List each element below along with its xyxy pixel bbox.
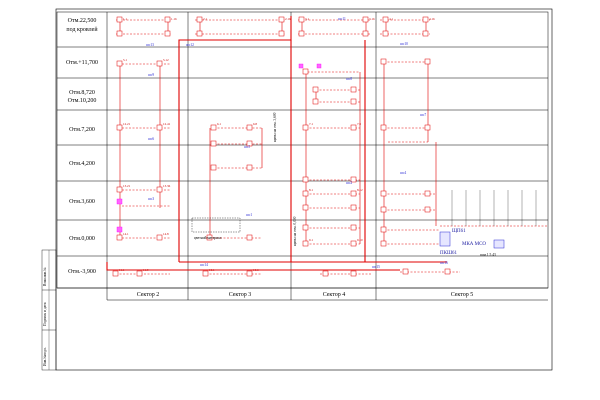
svg-text:1.1: 1.1 [123, 17, 127, 21]
note-col4-top: щиты на отм. 3,600 [273, 112, 278, 142]
svg-text:2.1: 2.1 [203, 17, 207, 21]
level-label-7200: Отм.7,200 [69, 127, 95, 133]
cable-tag: шс11 [338, 17, 346, 21]
level-label-10200: Отм.10,200 [68, 98, 97, 104]
control-panel-block: МКА МСО ЩП61 ПКШ61 [439, 229, 505, 256]
sector-label-2: Сектор 2 [137, 292, 160, 298]
cable-tags: шс13 шс12 шс11 шс10 шс9 шс8 шс7 шс6 шс5 … [146, 17, 448, 269]
cable-tag: шс5 [244, 145, 250, 149]
svg-text:13.21: 13.21 [123, 184, 131, 188]
level-label-0000: Отм.0,000 [69, 236, 95, 242]
svg-text:4.1: 4.1 [389, 17, 393, 21]
svg-text:4.16: 4.16 [429, 17, 435, 21]
cable-tag: шс8 [346, 77, 352, 81]
svg-text:14.1: 14.1 [123, 232, 129, 236]
svg-text:5.1: 5.1 [123, 58, 127, 62]
svg-text:7.9: 7.9 [357, 122, 361, 126]
side-label-replaced: Взам.инв.№ [43, 267, 47, 286]
svg-text:6.8: 6.8 [253, 122, 257, 126]
magenta-devices [116, 63, 322, 233]
level-label-11700: Отм.+11,700 [66, 60, 98, 66]
svg-text:11.9: 11.9 [143, 268, 149, 272]
cable-tag: шс3 [148, 197, 154, 201]
cable-tag: шс12 [186, 43, 194, 47]
cable-tag: шс10 [400, 42, 408, 46]
level-label-4200: Отм.4,200 [69, 161, 95, 167]
svg-text:3.16: 3.16 [369, 17, 375, 21]
svg-text:2.16: 2.16 [285, 17, 291, 21]
cable-tag: шс2 [346, 181, 352, 185]
panel-label-shp61: ЩП61 [452, 229, 466, 234]
terminal-legend [451, 190, 537, 226]
svg-text:9.10: 9.10 [357, 238, 363, 242]
cable-tag: шс15 [372, 265, 380, 269]
level-label-minus3900: Отм.-3,900 [68, 269, 96, 275]
svg-text:12.41: 12.41 [163, 122, 171, 126]
cable-tag: шс7 [420, 113, 426, 117]
level-label-8720: Отм.8,720 [69, 90, 95, 96]
sector-label-4: Сектор 4 [323, 292, 346, 298]
svg-text:14.8: 14.8 [163, 232, 169, 236]
side-label-inventory: Инв.№подл. [43, 347, 47, 366]
svg-text:3.1: 3.1 [305, 17, 309, 21]
sector-label-3: Сектор 3 [229, 292, 252, 298]
cable-tag: шс4 [400, 171, 406, 175]
svg-text:9.1: 9.1 [309, 238, 313, 242]
vertical-risers [119, 20, 437, 244]
level-label-22500: Отм.22,500 [68, 18, 97, 24]
level-label-under-roof: под кровлей [66, 26, 98, 33]
sector-labels: Сектор 2 Сектор 3 Сектор 4 Сектор 5 [137, 292, 474, 298]
svg-text:8.12: 8.12 [357, 188, 363, 192]
cable-tag: шс1 [246, 213, 252, 217]
svg-text:12.21: 12.21 [123, 122, 131, 126]
svg-text:6.1: 6.1 [217, 122, 221, 126]
cable-tag: шс6 [148, 137, 154, 141]
detector-devices [112, 16, 451, 277]
side-label-signature: Подпись и дата [43, 302, 47, 326]
main-trunk-lines [106, 16, 447, 271]
panel-label-pksh61: ПКШ61 [440, 251, 457, 256]
diagram-notes: цветной материал щиты на отм. 3,600 щиты… [191, 112, 496, 257]
dashed-wire-runs [116, 19, 548, 275]
note-col3: цветной материал [194, 236, 222, 240]
note-col5-bottom: пом.1.5.43 [480, 253, 496, 257]
svg-text:13.36: 13.36 [163, 184, 171, 188]
svg-text:8.1: 8.1 [309, 188, 313, 192]
svg-text:1.16: 1.16 [171, 17, 177, 21]
svg-text:11.1: 11.1 [119, 268, 125, 272]
svg-text:7.1: 7.1 [309, 122, 313, 126]
svg-text:10.1: 10.1 [209, 268, 215, 272]
sheet-frame [55, 8, 553, 371]
cable-tag: шс13 [146, 43, 154, 47]
level-label-3600: Отм.3,600 [69, 199, 95, 205]
side-title-strip: Взам.инв.№ Подпись и дата Инв.№подл. [41, 249, 57, 371]
sector-label-5: Сектор 5 [451, 292, 474, 298]
cable-tag: шс14 [200, 263, 208, 267]
level-labels: Отм.22,500 под кровлей Отм.+11,700 Отм.8… [66, 18, 98, 275]
cable-tag: шс16 [440, 261, 448, 265]
panel-label-mka: МКА МСО [462, 242, 486, 247]
level-grid [56, 11, 549, 301]
note-col4-mid: щиты на отм. 0,000 [293, 216, 298, 246]
svg-text:10.6: 10.6 [253, 268, 259, 272]
svg-text:5.12: 5.12 [163, 58, 169, 62]
cable-tag: шс9 [148, 73, 154, 77]
